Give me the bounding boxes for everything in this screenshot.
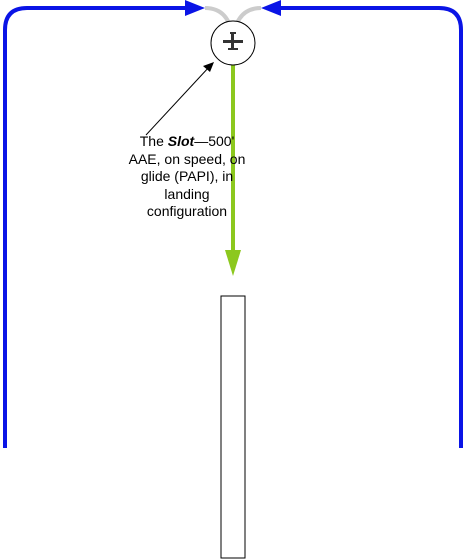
left-pattern-arrowhead (185, 0, 205, 16)
airplane-icon (223, 32, 243, 50)
annotation-line-4: landing (164, 185, 210, 202)
annotation-line-1: The Slot—500' (128, 133, 246, 151)
annotation-line1-rest: —500' (194, 133, 235, 149)
right-pattern-arrowhead (261, 0, 281, 16)
right-pattern-path (276, 6, 463, 448)
final-approach-arrowhead (225, 250, 241, 276)
annotation-line-5: configuration (146, 203, 228, 219)
annotation-term: Slot (167, 133, 195, 149)
slot-annotation: The Slot—500' AAE, on speed, on glide (P… (128, 133, 246, 221)
annotation-line-2: AAE, on speed, on (128, 150, 246, 167)
annotation-line-3: glide (PAPI), in (140, 168, 234, 184)
runway (220, 295, 246, 559)
left-pattern-path (3, 6, 190, 448)
annotation-prefix: The (139, 133, 168, 149)
annotation-leader-line (145, 65, 211, 136)
annotation-leader-arrowhead (203, 62, 214, 72)
